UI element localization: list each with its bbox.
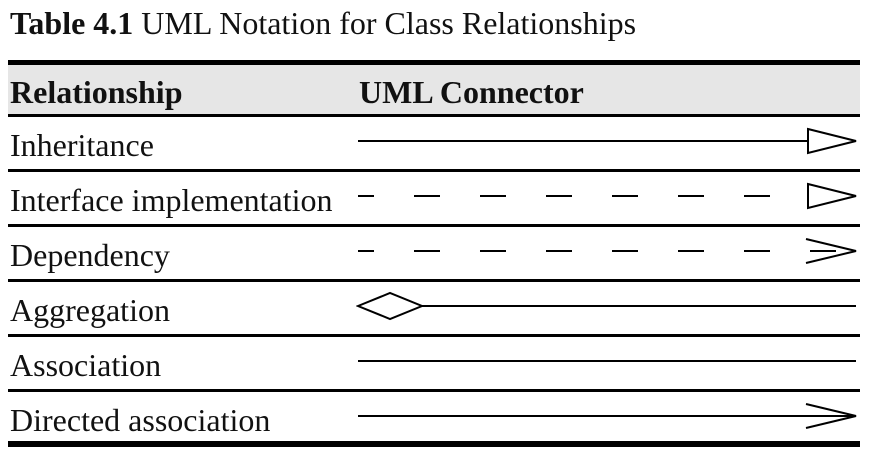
- table-row: Interface implementation: [8, 172, 860, 227]
- table-row: Dependency: [8, 227, 860, 282]
- solid-line-open-arrow-icon: [356, 398, 858, 434]
- relationship-name: Aggregation: [10, 292, 170, 328]
- relationship-name: Directed association: [10, 402, 271, 438]
- table-number: Table 4.1: [10, 5, 134, 41]
- table-row: Directed association: [8, 392, 860, 447]
- table-caption: Table 4.1 UML Notation for Class Relatio…: [10, 4, 636, 42]
- solid-line-icon: [356, 343, 858, 379]
- uml-relationship-table: Relationship UML Connector Inheritance I…: [8, 60, 860, 447]
- relationship-name: Dependency: [10, 237, 170, 273]
- relationship-name: Interface implementation: [10, 182, 333, 218]
- table-header-row: Relationship UML Connector: [8, 65, 860, 117]
- table-row: Association: [8, 337, 860, 392]
- hollow-diamond-solid-line-icon: [356, 288, 858, 324]
- table-row: Inheritance: [8, 117, 860, 172]
- table-row: Aggregation: [8, 282, 860, 337]
- solid-line-hollow-triangle-icon: [356, 123, 858, 159]
- table-top-rule: [8, 60, 860, 65]
- table-title: UML Notation for Class Relationships: [141, 5, 637, 41]
- column-header-relationship: Relationship: [10, 74, 183, 110]
- relationship-name: Inheritance: [10, 127, 154, 163]
- dashed-line-open-arrow-icon: [356, 233, 858, 269]
- relationship-name: Association: [10, 347, 162, 383]
- dashed-line-hollow-triangle-icon: [356, 178, 858, 214]
- column-header-uml-connector: UML Connector: [359, 74, 584, 110]
